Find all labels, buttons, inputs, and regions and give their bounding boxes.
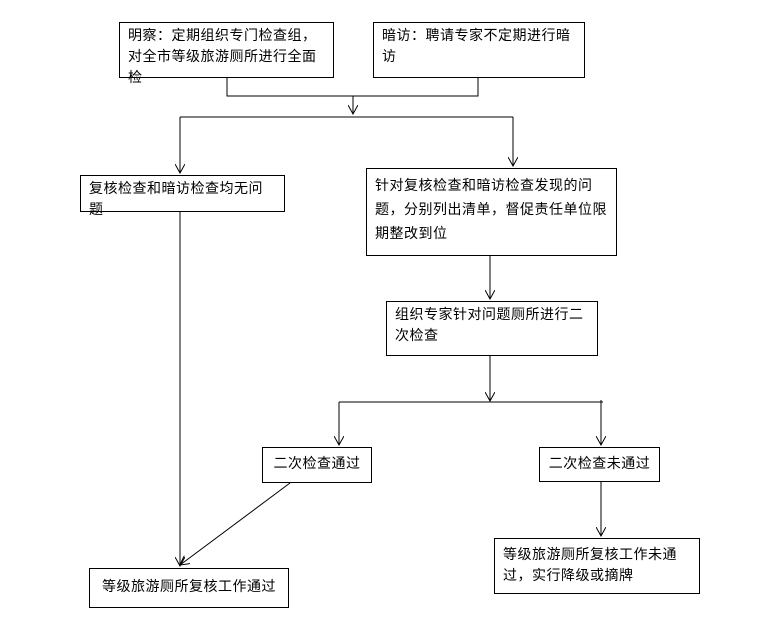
- second-passed-box: 二次检查通过: [262, 447, 372, 483]
- second-failed-box: 二次检查未通过: [539, 447, 660, 482]
- review-passed-box: 等级旅游厕所复核工作通过: [89, 568, 289, 608]
- secret-inspection-box: 暗访：聘请专家不定期进行暗访: [373, 22, 585, 78]
- arrow-passed-to-review: [180, 482, 291, 565]
- rectification-box: 针对复核检查和暗访检查发现的问题，分别列出清单，督促责任单位限期整改到位: [366, 168, 617, 256]
- merge-connector: [226, 78, 479, 97]
- no-problems-box: 复核检查和暗访检查均无问题: [80, 175, 285, 218]
- second-inspection-box: 组织专家针对问题厕所进行二次检查: [386, 301, 598, 356]
- open-inspection-box: 明察：定期组织专门检查组，对全市等级旅游厕所进行全面检: [119, 22, 334, 86]
- review-failed-box: 等级旅游厕所复核工作未通过，实行降级或摘牌: [494, 538, 700, 594]
